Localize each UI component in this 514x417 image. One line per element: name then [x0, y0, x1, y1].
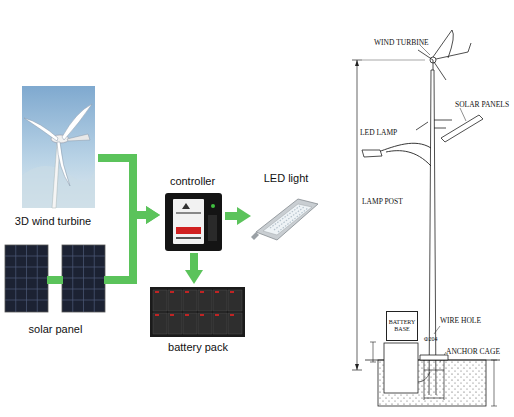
led-lamp-lens — [263, 204, 312, 235]
battery-pit — [384, 343, 418, 393]
part-label: WIRE HOLE — [440, 316, 481, 325]
battery-cell — [153, 290, 242, 334]
node-label: LED light — [264, 172, 309, 185]
component-node: battery pack — [148, 284, 248, 354]
controller-logo — [182, 203, 190, 209]
controller-stripe — [176, 227, 201, 234]
node-label: battery pack — [168, 341, 228, 354]
flow-wire — [47, 276, 109, 284]
dimension-line — [352, 60, 362, 370]
flow-arrow — [98, 158, 146, 215]
panel-bracket — [416, 120, 452, 130]
controller-body — [165, 193, 222, 251]
battery-pack-image — [150, 287, 245, 337]
turbine-tail — [67, 134, 90, 141]
turbine-blade — [57, 142, 70, 186]
component-node: 3D wind turbine — [8, 86, 98, 228]
led-lamp-mount — [251, 232, 259, 240]
controller-terminal — [208, 215, 217, 241]
controller-led — [211, 204, 215, 208]
component-node: LED light — [251, 172, 321, 242]
controller-stripe — [176, 237, 201, 239]
turbine-blade — [24, 118, 58, 141]
lamp-arm — [378, 143, 431, 166]
part-label: LED LAMP — [360, 128, 397, 137]
solar-panel-drawing — [441, 115, 483, 142]
leader-line — [460, 108, 466, 121]
part-label: Φ204 — [424, 335, 437, 344]
turbine-drawing — [418, 30, 471, 80]
turbine-blade — [62, 104, 92, 140]
node-label: BATTERY BASE — [387, 319, 417, 333]
led-array — [270, 206, 308, 232]
led-lamp-housing — [256, 199, 318, 240]
node-label: solar panel — [29, 323, 83, 336]
cloud — [22, 166, 95, 208]
lamp-head — [362, 150, 382, 157]
controller-stripe — [176, 212, 201, 214]
flow-arrow — [225, 212, 237, 220]
part-label: ANCHOR CAGE — [446, 347, 500, 356]
node-label: controller — [170, 175, 215, 188]
flow-arrow — [190, 253, 198, 270]
anchor-cage-drawing — [418, 360, 444, 400]
part-label: LAMP POST — [362, 197, 403, 206]
lamp-pole — [429, 70, 436, 395]
component-node: controller — [160, 175, 225, 253]
node-label: 3D wind turbine — [15, 215, 91, 228]
sky-photo — [22, 86, 95, 208]
flow-arrow — [107, 215, 146, 280]
part-label: WIND TURBINE — [374, 38, 429, 47]
battery-terminal — [155, 291, 234, 316]
part-label: SOLAR PANELS — [455, 100, 509, 109]
controller-panel — [173, 199, 204, 244]
component-node: solar panel — [4, 244, 107, 336]
dimension-arrow — [355, 60, 359, 370]
base-plate — [420, 355, 448, 360]
extension-line — [362, 60, 425, 61]
battery-base-box: BATTERY BASE — [386, 311, 418, 341]
